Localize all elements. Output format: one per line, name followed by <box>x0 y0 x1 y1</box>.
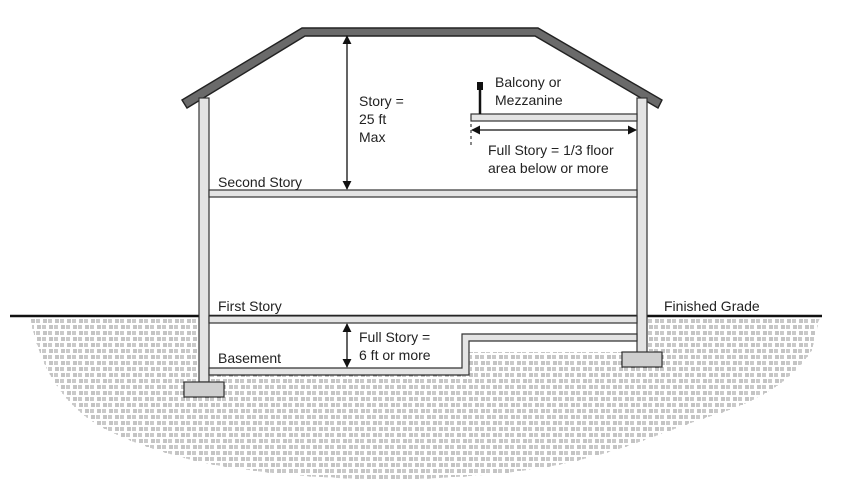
basement-cavity <box>210 318 638 374</box>
second-story-label: Second Story <box>218 174 303 190</box>
basement-slab <box>208 333 638 376</box>
left-footing <box>183 381 225 398</box>
first-story-label: First Story <box>218 298 282 314</box>
full-story-floor-line-1: Full Story = 1/3 floor <box>488 142 614 158</box>
full-story-basement-line-1: Full Story = <box>359 329 431 345</box>
mezzanine-floor <box>470 113 638 122</box>
finished-grade-label: Finished Grade <box>664 298 760 314</box>
basement-label: Basement <box>218 350 282 366</box>
right-wall <box>636 97 648 355</box>
balcony-line-1: Balcony or <box>495 74 562 90</box>
balcony-label: Balcony or Mezzanine <box>495 73 563 109</box>
roof <box>181 27 663 109</box>
first-story-floor <box>208 315 638 324</box>
full-story-basement-label: Full Story = 6 ft or more <box>359 328 431 364</box>
story-height-label: Story = 25 ft Max <box>359 92 404 146</box>
second-story-floor <box>208 189 638 198</box>
right-footing <box>621 351 663 368</box>
railing-cap <box>477 82 483 90</box>
full-story-floor-line-2: area below or more <box>488 160 609 176</box>
full-story-floor-label: Full Story = 1/3 floor area below or mor… <box>488 141 614 177</box>
balcony-line-2: Mezzanine <box>495 92 563 108</box>
full-story-basement-line-2: 6 ft or more <box>359 347 431 363</box>
story-height-line-2: 25 ft <box>359 111 387 127</box>
story-height-line-1: Story = <box>359 93 404 109</box>
story-height-line-3: Max <box>359 129 386 145</box>
left-wall <box>198 97 210 383</box>
